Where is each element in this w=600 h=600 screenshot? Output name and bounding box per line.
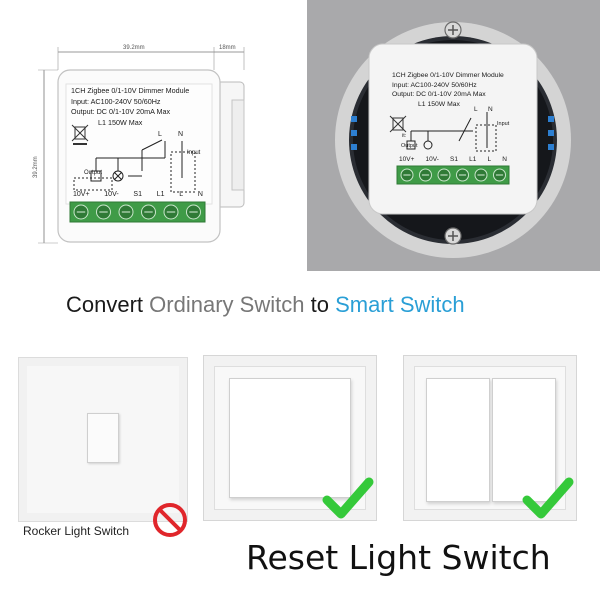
l-mark: L [158,131,162,138]
module-dimension-drawing: 39.2mm 18mm 39.2mm [33,45,245,244]
reset-title: Reset Light Switch [246,538,551,577]
wall-box-drawing [335,21,571,258]
n-mark: N [178,131,184,138]
width-dimension: 39.2mm [123,45,145,51]
double-switch-plate [403,355,577,521]
module-title: 1CH Zigbee 0/1-10V Dimmer Module [71,86,190,95]
extra-mark: it: [402,133,407,139]
n-mark: N [488,106,493,113]
module-title: 1CH Zigbee 0/1-10V Dimmer Module [392,72,504,79]
module-input-spec: Input: AC100-240V 50/60Hz [392,81,477,89]
convert-headline: Convert Ordinary Switch to Smart Switch [66,292,465,318]
module-load-spec: L1 150W Max [98,117,143,127]
single-switch-plate [203,355,377,521]
double-rocker-left [426,378,490,502]
module-output-spec: Output: DC 0/1-10V 20mA Max [392,91,486,99]
bottom-screw-icon [444,227,462,245]
installed-module-photo: 1CH Zigbee 0/1-10V Dimmer Module Input: … [307,0,600,271]
weee-bin-icon [71,124,89,145]
rocker-switch-plate [18,357,188,522]
headline-to: to [310,292,329,317]
l-mark: L [474,106,478,113]
module-input-spec: Input: AC100-240V 50/60Hz [71,96,161,106]
headline-ordinary: Ordinary Switch [149,292,305,317]
product-dimension-panel: 39.2mm 18mm 39.2mm 1CH Zigbee 0/1-10V Di… [0,0,300,275]
checkmark-icon [522,476,574,525]
height-dimension: 39.2mm [33,156,39,178]
top-screw-icon [444,21,462,39]
rocker-toggle [87,413,119,463]
weee-bin-icon [389,115,407,133]
output-label: Output [84,170,103,176]
module-output-spec: Output: DC 0/1-10V 20mA Max [71,107,171,117]
output-label: Output [401,143,418,149]
headline-convert: Convert [66,292,144,317]
no-entry-icon [150,500,190,545]
double-rocker-right [492,378,556,502]
checkmark-icon [322,476,374,525]
depth-dimension: 18mm [219,45,236,51]
headline-smart: Smart Switch [335,292,465,317]
input-label: Input [187,150,201,156]
single-rocker [229,378,351,498]
module-load-spec: L1 150W Max [418,100,460,108]
input-label: Input [497,121,510,127]
rocker-caption: Rocker Light Switch [23,524,130,538]
